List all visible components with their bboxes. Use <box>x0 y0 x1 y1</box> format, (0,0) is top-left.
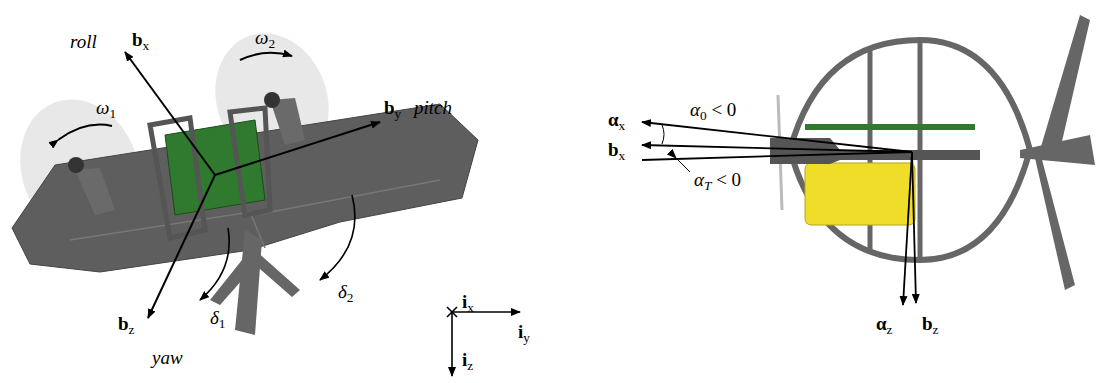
axis-label: ω1 <box>96 98 116 117</box>
axis-label: bx <box>608 140 625 159</box>
axis-label: by <box>384 98 401 117</box>
inertial-frame <box>447 307 520 376</box>
axis-label: pitch <box>414 98 452 117</box>
axis-label: ω2 <box>255 28 275 47</box>
axis-label: α0 < 0 <box>690 100 736 119</box>
axis-label: bz <box>118 314 134 333</box>
axis-label: iz <box>462 350 473 369</box>
left-drone <box>1 17 478 335</box>
axis-label: αz <box>876 314 893 333</box>
axis-label: yaw <box>152 348 183 367</box>
axis-label: bx <box>132 30 149 49</box>
axis-label: δ1 <box>210 308 226 327</box>
axis-label: bz <box>922 314 938 333</box>
right-drone <box>770 15 1095 290</box>
axis-label: δ2 <box>338 282 354 301</box>
axis-label: αx <box>608 110 625 129</box>
axis-label: iy <box>518 322 530 341</box>
axis-label: αT < 0 <box>694 170 741 189</box>
axis-label: roll <box>70 32 97 51</box>
axis-label: ix <box>462 292 474 311</box>
